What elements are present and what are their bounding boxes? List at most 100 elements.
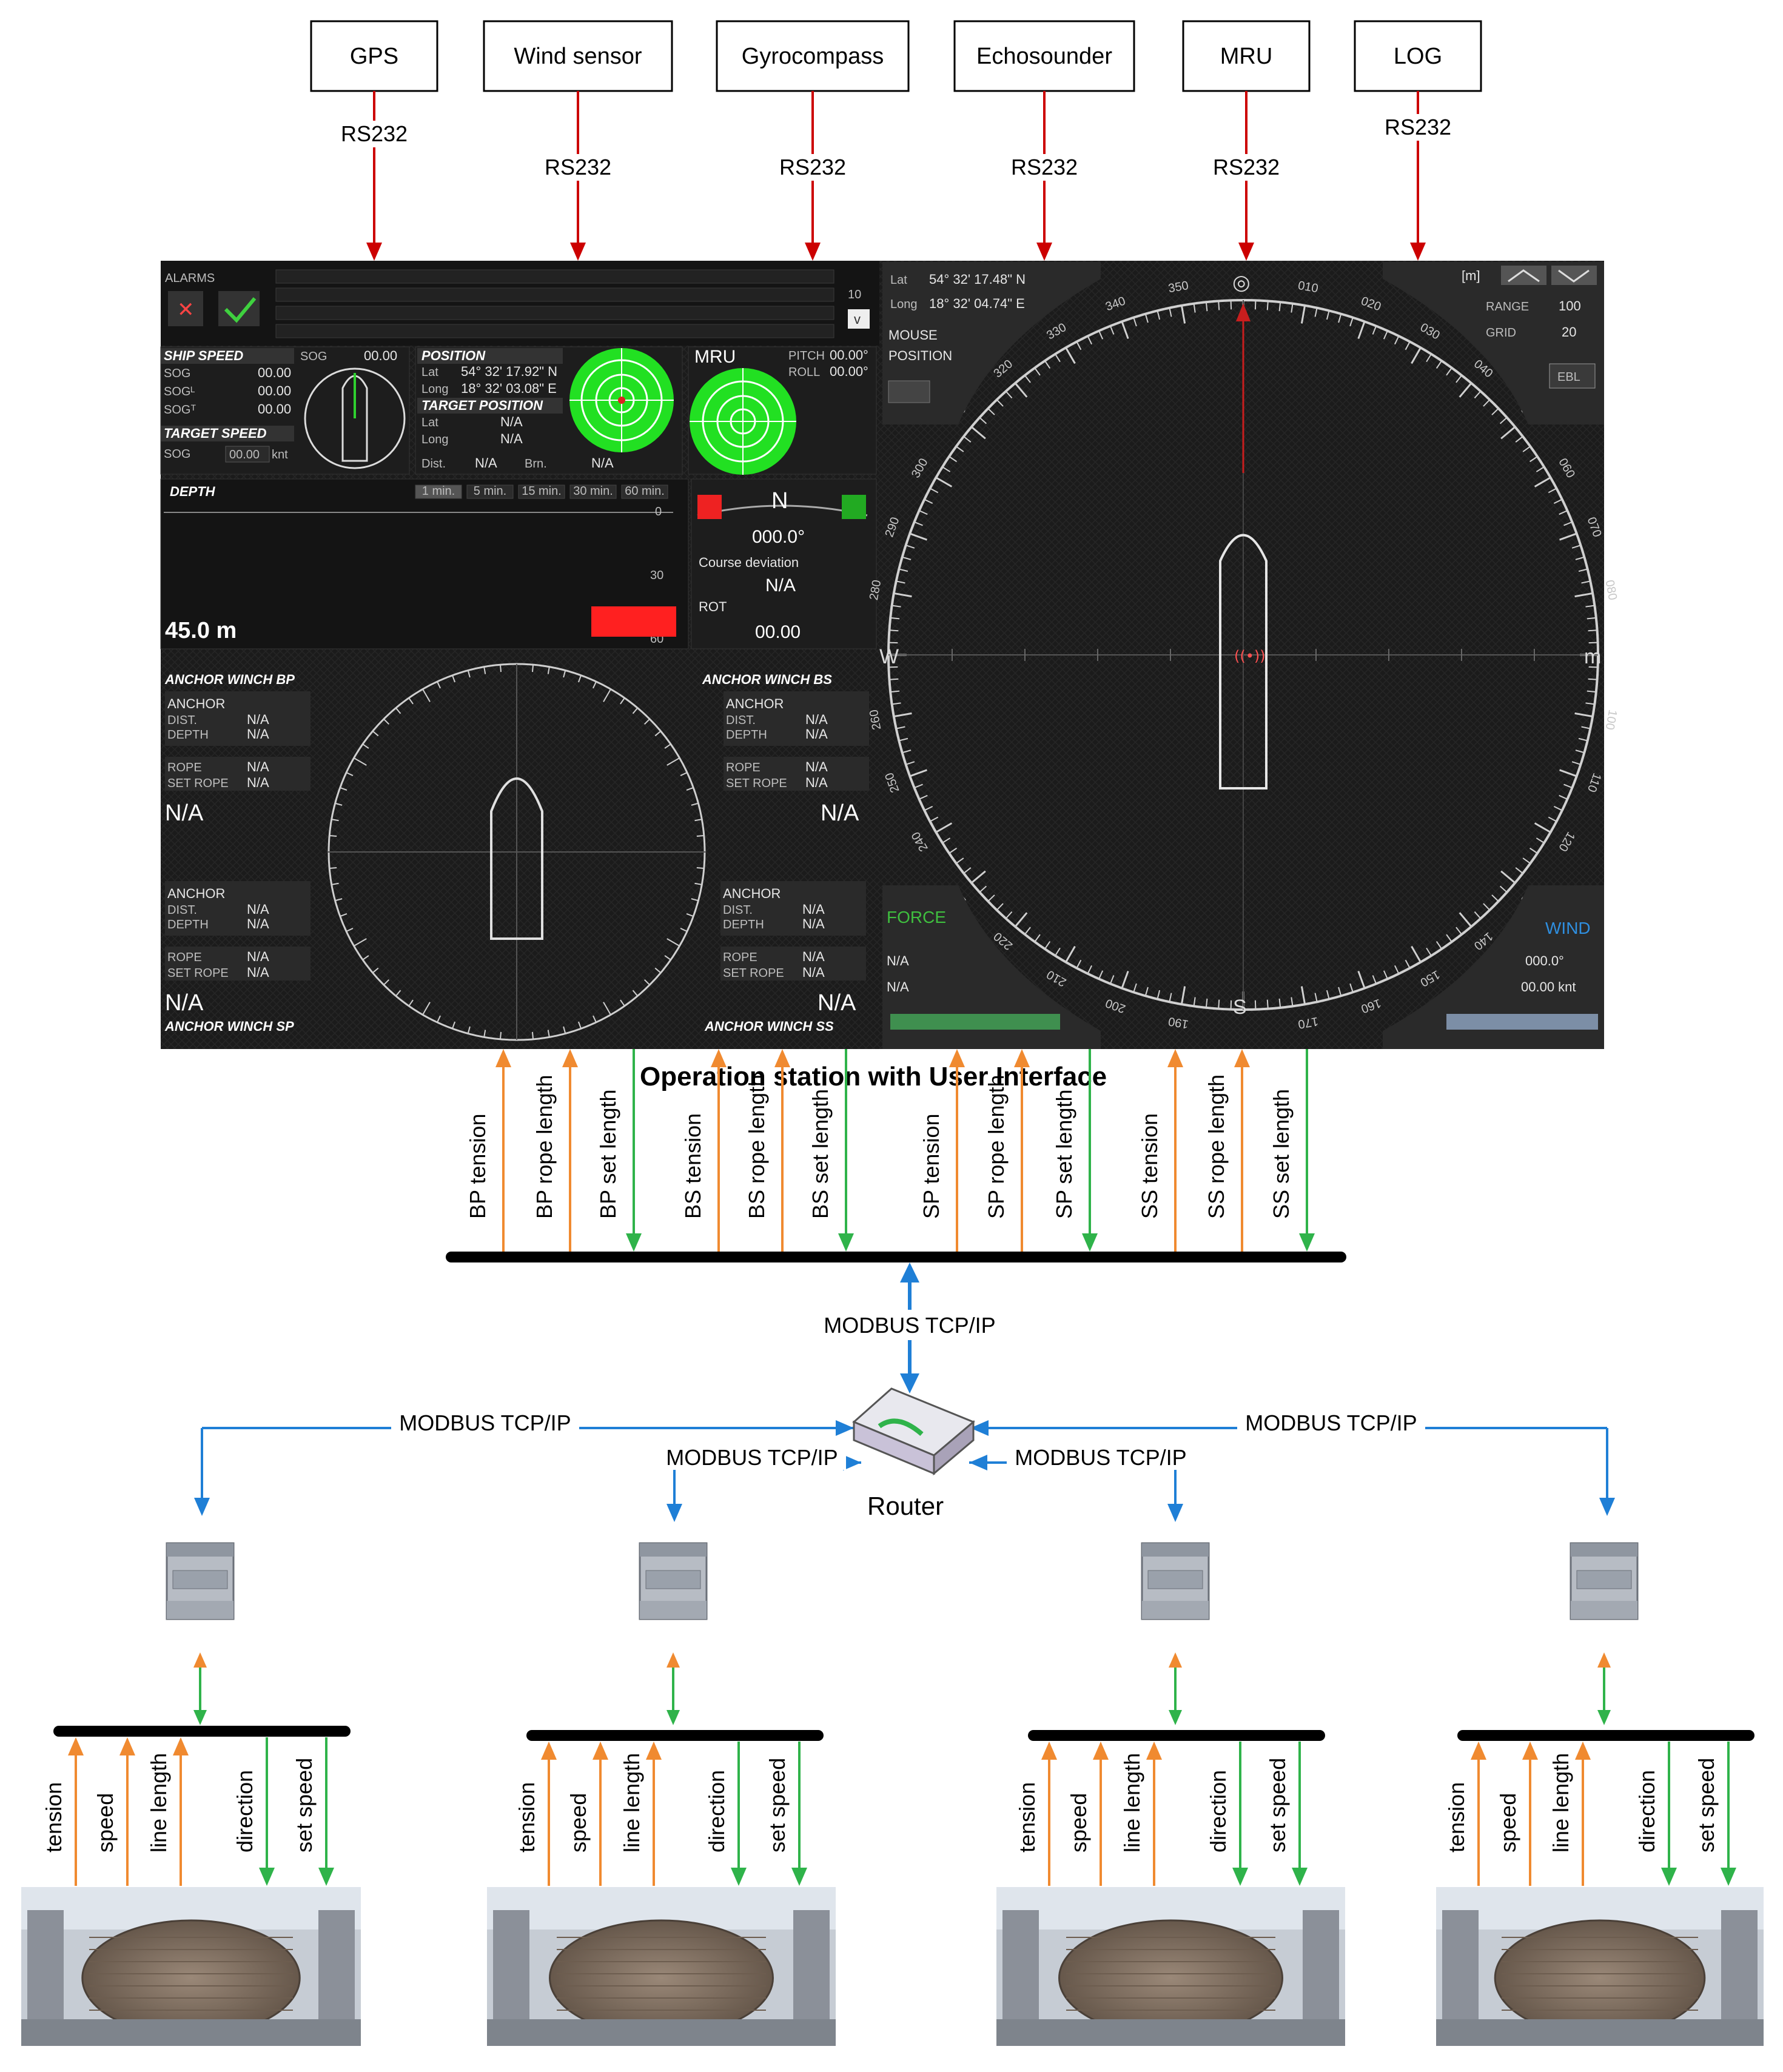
winch-bs-arrow-speed-head <box>593 1742 608 1760</box>
router-link-bp-label: MODBUS TCP/IP <box>399 1410 571 1435</box>
bus-arrow-sp-tension-head <box>949 1049 965 1067</box>
anchor-tick <box>531 665 534 672</box>
radar-tick <box>1044 940 1051 950</box>
depth-range-button-4[interactable] <box>621 484 668 499</box>
radar-tick <box>1588 629 1597 632</box>
radar-tick <box>1574 592 1593 598</box>
sog-row-label-0: SOG <box>164 367 190 380</box>
winch-ss-arrow-speed-head <box>1522 1742 1538 1760</box>
anchor-tick <box>408 999 414 1007</box>
winch-bs-arrow-direction <box>731 1742 747 1886</box>
wind-label: WIND <box>1545 919 1591 937</box>
radar-tick <box>970 426 986 440</box>
anchor-tick <box>603 689 611 702</box>
ebl-button[interactable] <box>1549 363 1596 389</box>
alarm-scroll-button[interactable] <box>848 309 870 329</box>
radar-tick <box>1426 354 1432 363</box>
radar-tick <box>1024 927 1031 935</box>
router-link-bs: MODBUS TCP/IP <box>658 1443 861 1522</box>
radar-tick <box>1483 903 1491 911</box>
radar-tick <box>919 510 928 515</box>
plc-icon-bp <box>166 1542 235 1620</box>
radar-tick <box>1218 999 1220 1009</box>
radar-tick <box>1563 521 1573 526</box>
radar-tick <box>956 857 964 864</box>
force-value-2: N/A <box>887 979 909 994</box>
force-corner <box>882 885 1101 1049</box>
radar-tick <box>1559 794 1568 800</box>
depth-scale-0: 0 <box>655 505 662 518</box>
target-long-label: Long <box>421 433 449 446</box>
radar-tick <box>1326 310 1330 320</box>
depth-range-button-1[interactable] <box>466 484 514 499</box>
radar-tick <box>1456 927 1462 935</box>
plc-top-ss <box>1571 1543 1637 1557</box>
depth-range-button-0[interactable] <box>415 484 462 499</box>
local-bus-ss <box>1457 1730 1754 1741</box>
ship-center-icon: ((•)) <box>1234 648 1266 665</box>
winch-bp-arrow-direction-head <box>259 1868 275 1886</box>
radar-tick <box>889 678 899 680</box>
rs232-label-log: RS232 <box>1385 115 1451 139</box>
rs232-label-bg-echosounder <box>1005 154 1084 181</box>
winch-bp-arrow-tension-head <box>68 1737 84 1755</box>
position-title: POSITION <box>421 348 486 363</box>
anchor-tick <box>362 743 369 749</box>
bus-signal-label-bp-tension: BP tension <box>465 1114 490 1219</box>
anchor-depth-value-bp: N/A <box>247 726 269 742</box>
sensor-label-log: LOG <box>1394 44 1442 69</box>
rs232-label-bg-gyrocompass <box>773 154 852 181</box>
sog-row-value-0: 00.00 <box>258 365 291 380</box>
target-long-value: N/A <box>500 431 523 446</box>
rope-value-sp: N/A <box>247 949 269 964</box>
winch-ss-arrow-set-speed <box>1721 1742 1736 1886</box>
depth-range-button-3[interactable] <box>569 484 617 499</box>
bus-signal-label-sp-rope-length: SP rope length <box>984 1075 1009 1219</box>
router-link-bs-label-bg <box>658 1443 846 1470</box>
mru-radar <box>690 368 796 475</box>
radar-tick <box>1522 857 1531 864</box>
plc-module-bp <box>172 1570 228 1589</box>
bus-arrow-ss-rope-length <box>1234 1049 1250 1252</box>
position-lat-value: 54° 32' 17.92" N <box>461 364 557 379</box>
coordinate-format-button[interactable] <box>888 380 930 403</box>
anchor-tick <box>395 707 401 714</box>
radar-tick <box>996 399 1004 407</box>
anchor-tick <box>667 938 680 947</box>
anchor-tick <box>664 955 671 961</box>
ship-speed-panel <box>160 346 410 475</box>
winch-photo-ss <box>1436 1887 1764 2046</box>
winch-ss-arrow-direction-head <box>1661 1868 1677 1886</box>
anchor-big-value-ss: N/A <box>818 990 856 1016</box>
radar-tick <box>1109 326 1115 335</box>
target-position-title: TARGET POSITION <box>421 398 543 413</box>
plc-link-up-head-bp <box>193 1652 207 1668</box>
plc-module-ss <box>1576 1570 1632 1589</box>
radar-tick <box>1578 737 1588 742</box>
anchor-dist-value-sp: N/A <box>247 902 269 917</box>
radar-bearing-080: 080 <box>1603 579 1619 602</box>
radar-tick <box>909 769 927 777</box>
mouse-lat-label: Lat <box>890 273 907 287</box>
bus-router-label-bg <box>813 1310 1007 1340</box>
mute-button[interactable] <box>168 291 203 326</box>
bus-arrow-bs-tension-head <box>711 1049 727 1067</box>
course-deviation-value: N/A <box>765 575 796 595</box>
radar-tick <box>888 666 898 668</box>
anchor-tick <box>354 938 367 947</box>
acknowledge-button[interactable] <box>218 291 260 326</box>
ship-speed-header-bg <box>161 348 294 364</box>
winch-ss-arrow-line-length <box>1575 1742 1591 1886</box>
position-header-bg <box>417 348 563 364</box>
bus-arrow-ss-tension-head <box>1167 1049 1183 1067</box>
force-bar <box>890 1014 1060 1030</box>
anchor-dist-value-bp: N/A <box>247 712 269 727</box>
winch-bp-signal-line-length: line length <box>146 1753 171 1852</box>
winch-bs-arrow-set-speed <box>791 1742 807 1886</box>
plc-link-down-head-bs <box>667 1710 680 1725</box>
target-speed-input[interactable] <box>225 446 270 463</box>
radar-tick <box>1559 532 1577 541</box>
range-up-button[interactable] <box>1501 266 1546 285</box>
depth-range-button-2[interactable] <box>518 484 565 499</box>
